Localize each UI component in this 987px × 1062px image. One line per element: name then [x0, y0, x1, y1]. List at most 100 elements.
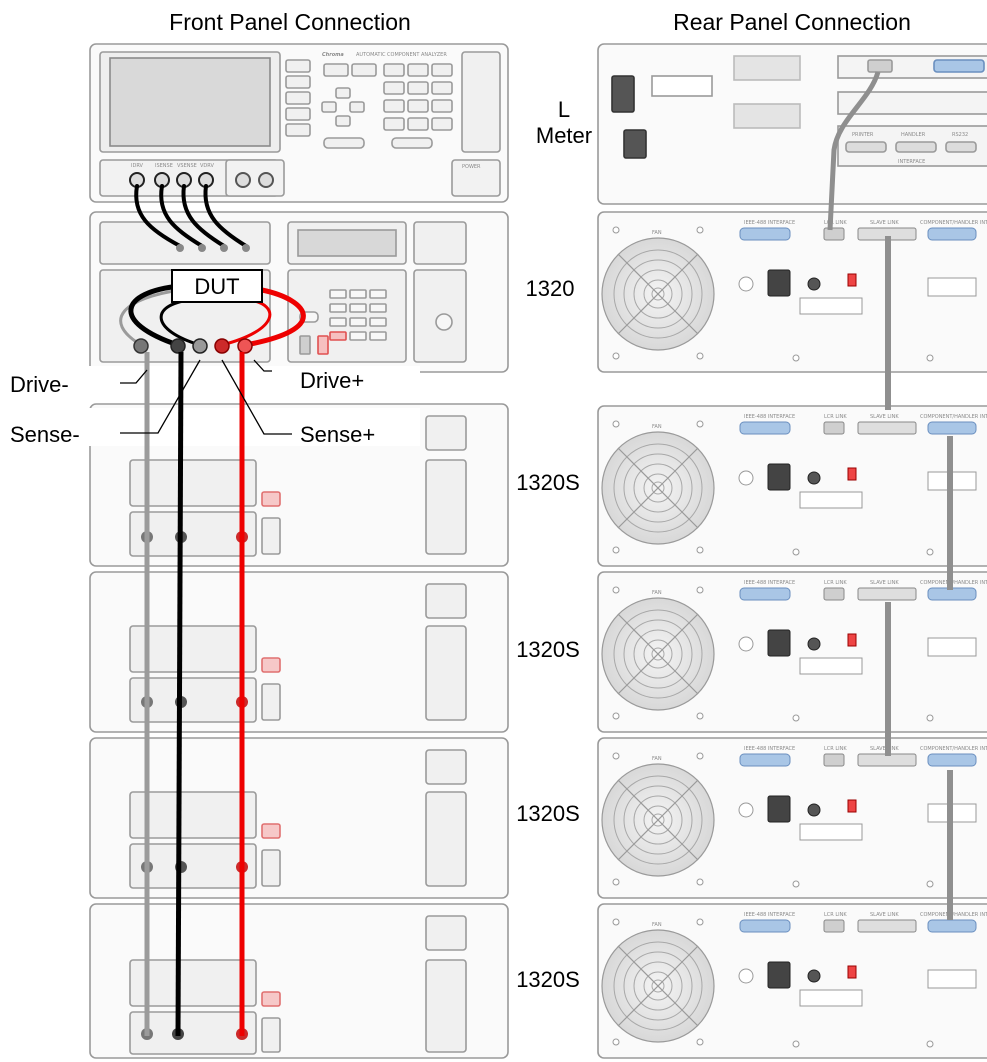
ieee-488-label: IEEE-488 INTERFACE: [744, 414, 795, 420]
handler-port: [927, 753, 977, 767]
lcr-side-panel: [461, 51, 501, 153]
terminal-callouts: [120, 359, 292, 435]
front-panel-column: Chroma AUTOMATIC COMPONENT ANALYZER POWE…: [89, 43, 509, 1059]
fan-ring: [643, 473, 673, 503]
lcr-rear-label-plate: [651, 75, 713, 97]
handler-label: COMPONENT/HANDLER INTERFACE: [920, 580, 987, 586]
screw-icon: [696, 546, 704, 554]
fan-ring: [651, 481, 665, 495]
fan-ring: [633, 629, 683, 679]
screw-icon: [612, 752, 620, 760]
rating-label-plate: [799, 491, 863, 509]
screw-icon: [612, 586, 620, 594]
unit-label-1320s-2: 1320S: [516, 637, 580, 662]
ac-inlet-icon: [767, 269, 791, 297]
screw-icon: [926, 548, 934, 556]
fan-ring: [633, 463, 683, 513]
voltage-selector-icon: [847, 273, 857, 287]
ce-mark-icon: [738, 470, 754, 486]
lcr-link-port: [823, 587, 845, 601]
screw-icon: [612, 1038, 620, 1046]
fan-label: FAN: [652, 230, 662, 236]
lcr-rear-vent-top: [733, 55, 801, 81]
rating-label-plate: [799, 657, 863, 675]
fan-ring: [613, 443, 703, 533]
fuse-holder-icon: [807, 803, 821, 817]
fan-ring: [651, 647, 665, 661]
slave-link-label: SLAVE LINK: [870, 220, 899, 226]
fan-ring: [613, 775, 703, 865]
ieee-488-label: IEEE-488 INTERFACE: [744, 580, 795, 586]
screw-icon: [792, 1040, 800, 1048]
front-panel-heading: Front Panel Connection: [169, 9, 411, 35]
meter-to-1320-cables: [134, 184, 248, 248]
rear-panel-heading: Rear Panel Connection: [673, 9, 911, 35]
lcr-link-label: LCR LINK: [824, 912, 847, 918]
lcr-link-port: [823, 919, 845, 933]
voltage-selector-icon: [847, 467, 857, 481]
serial-label-plate: [927, 969, 977, 989]
fan-strut: [617, 945, 699, 1027]
slave-link-port: [857, 421, 917, 435]
ieee-488-port: [739, 753, 791, 767]
ce-mark-icon: [738, 802, 754, 818]
lcr-rear-voltage-selector: [623, 129, 647, 159]
ac-inlet-icon: [767, 961, 791, 989]
bias-1320-lcd: [297, 229, 397, 257]
ieee-488-label: IEEE-488 INTERFACE: [744, 220, 795, 226]
fuse-holder-icon: [807, 637, 821, 651]
lcr-rear-ieee-port: [933, 59, 985, 73]
screw-icon: [612, 918, 620, 926]
lcr-rear-power-inlet: [611, 75, 635, 113]
lcr-link-label: LCR LINK: [824, 580, 847, 586]
serial-label-plate: [927, 277, 977, 297]
lcr-meter-screen: [109, 57, 271, 147]
ieee-488-label: IEEE-488 INTERFACE: [744, 912, 795, 918]
lcr-rear-option-frame: [837, 91, 987, 115]
screw-icon: [792, 880, 800, 888]
fan-ring: [613, 609, 703, 699]
handler-label: COMPONENT/HANDLER INTERFACE: [920, 746, 987, 752]
bias-1320-logo-plate: [413, 221, 467, 265]
screw-icon: [926, 1040, 934, 1048]
screw-icon: [792, 548, 800, 556]
lcr-rear-handler-label: HANDLER: [901, 132, 926, 138]
meter-terminal-label-vdrv: VDRV: [200, 163, 214, 169]
fan-ring: [643, 971, 673, 1001]
lcr-power-panel: [451, 159, 501, 197]
lcr-rear-rs232-port: [945, 141, 977, 153]
screw-icon: [612, 226, 620, 234]
fan-ring: [633, 269, 683, 319]
fan-ring: [633, 961, 683, 1011]
fan-ring: [651, 287, 665, 301]
rating-label-plate: [799, 297, 863, 315]
lcr-link-label: LCR LINK: [824, 414, 847, 420]
fan-ring: [643, 639, 673, 669]
fan-ring: [623, 619, 693, 689]
screw-icon: [696, 352, 704, 360]
screw-icon: [696, 1038, 704, 1046]
meter-terminal-label-vsense: VSENSE: [177, 163, 197, 169]
fan-ring: [623, 951, 693, 1021]
sense-plus-label: Sense+: [300, 422, 375, 447]
lcr-model-text: AUTOMATIC COMPONENT ANALYZER: [356, 52, 447, 58]
handler-label: COMPONENT/HANDLER INTERFACE: [920, 220, 987, 226]
lcr-link-label: LCR LINK: [824, 746, 847, 752]
sense-minus-bus-wire: [175, 351, 184, 1037]
fan-label: FAN: [652, 756, 662, 762]
drive-minus-label: Drive-: [10, 372, 69, 397]
label-band-upper: [0, 366, 420, 396]
fan-strut: [617, 779, 699, 861]
handler-port: [927, 919, 977, 933]
ieee-488-label: IEEE-488 INTERFACE: [744, 746, 795, 752]
lcr-brand-logo: Chroma: [322, 52, 344, 58]
lcr-power-label: POWER: [462, 164, 481, 170]
ce-mark-icon: [738, 968, 754, 984]
lcr-rear-vent-mid: [733, 103, 801, 129]
fan-ring: [623, 453, 693, 523]
